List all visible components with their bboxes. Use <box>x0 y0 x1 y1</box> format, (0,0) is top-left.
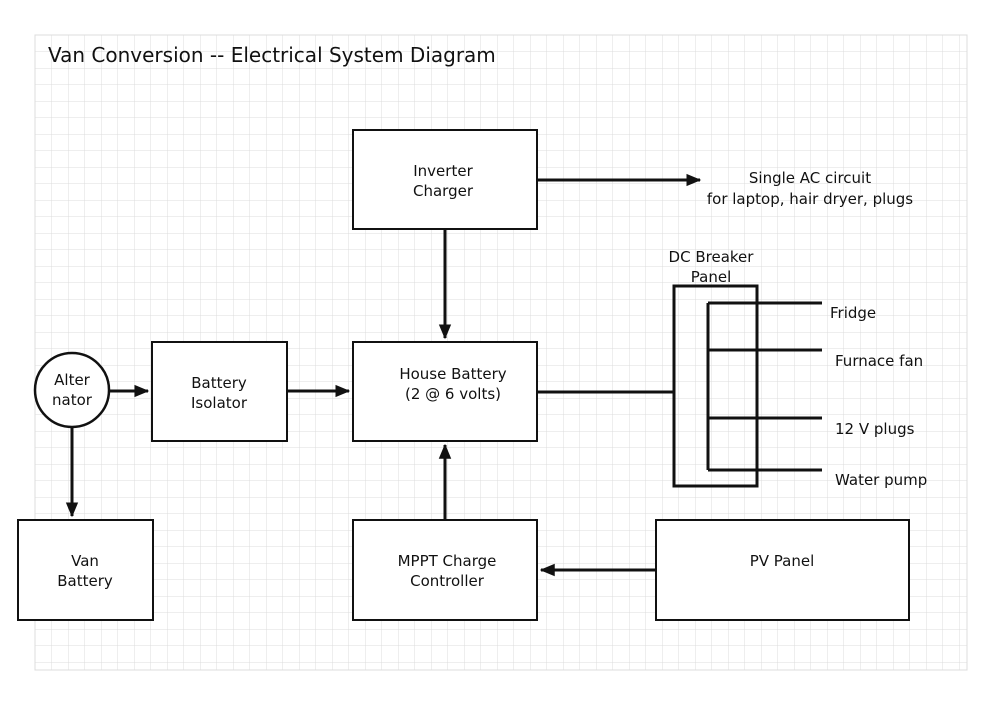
pv-panel-node: PV Panel <box>655 519 910 621</box>
van-battery-label-line2: Battery <box>57 572 113 590</box>
alternator-label-line1: Alter <box>54 371 91 389</box>
ac-output-label-line1: Single AC circuit <box>749 169 871 187</box>
mppt-controller-label-line1: MPPT Charge <box>398 552 497 570</box>
dc-circuit-12v-plugs: 12 V plugs <box>708 416 915 438</box>
dc-panel-label-line1: DC Breaker <box>669 248 755 266</box>
house-battery-node: House Battery (2 @ 6 volts) <box>352 341 538 442</box>
alternator-label-line2: nator <box>52 391 93 409</box>
diagram-title: Van Conversion -- Electrical System Diag… <box>48 43 496 67</box>
inverter-charger-label-line1: Inverter <box>413 162 473 180</box>
mppt-controller-node: MPPT Charge Controller <box>352 519 538 621</box>
dc-panel-label-line2: Panel <box>691 268 731 286</box>
mppt-controller-label-line2: Controller <box>410 572 485 590</box>
van-battery-label-line1: Van <box>71 552 99 570</box>
dc-breaker-panel: DC Breaker Panel <box>669 248 759 488</box>
alternator-node: Alter nator <box>33 351 111 429</box>
battery-isolator-node: Battery Isolator <box>151 341 288 442</box>
house-battery-label-line1: House Battery <box>399 365 506 383</box>
12v-plugs-label: 12 V plugs <box>835 420 915 438</box>
water-pump-label: Water pump <box>835 471 927 489</box>
house-battery-label-line2: (2 @ 6 volts) <box>405 385 501 403</box>
dc-panel-frame <box>672 284 759 488</box>
ac-output-label-line2: for laptop, hair dryer, plugs <box>707 190 913 208</box>
battery-isolator-label-line1: Battery <box>191 374 247 392</box>
dc-circuit-fridge: Fridge <box>708 301 876 322</box>
inverter-charger-node: Inverter Charger <box>352 129 538 230</box>
battery-isolator-label-line2: Isolator <box>191 394 248 412</box>
dc-circuit-water-pump: Water pump <box>708 468 927 489</box>
fridge-label: Fridge <box>830 304 876 322</box>
inverter-charger-label-line2: Charger <box>413 182 474 200</box>
van-battery-node: Van Battery <box>17 519 154 621</box>
pv-panel-label: PV Panel <box>750 552 815 570</box>
dc-circuit-furnace-fan: Furnace fan <box>708 348 923 370</box>
furnace-fan-label: Furnace fan <box>835 352 923 370</box>
